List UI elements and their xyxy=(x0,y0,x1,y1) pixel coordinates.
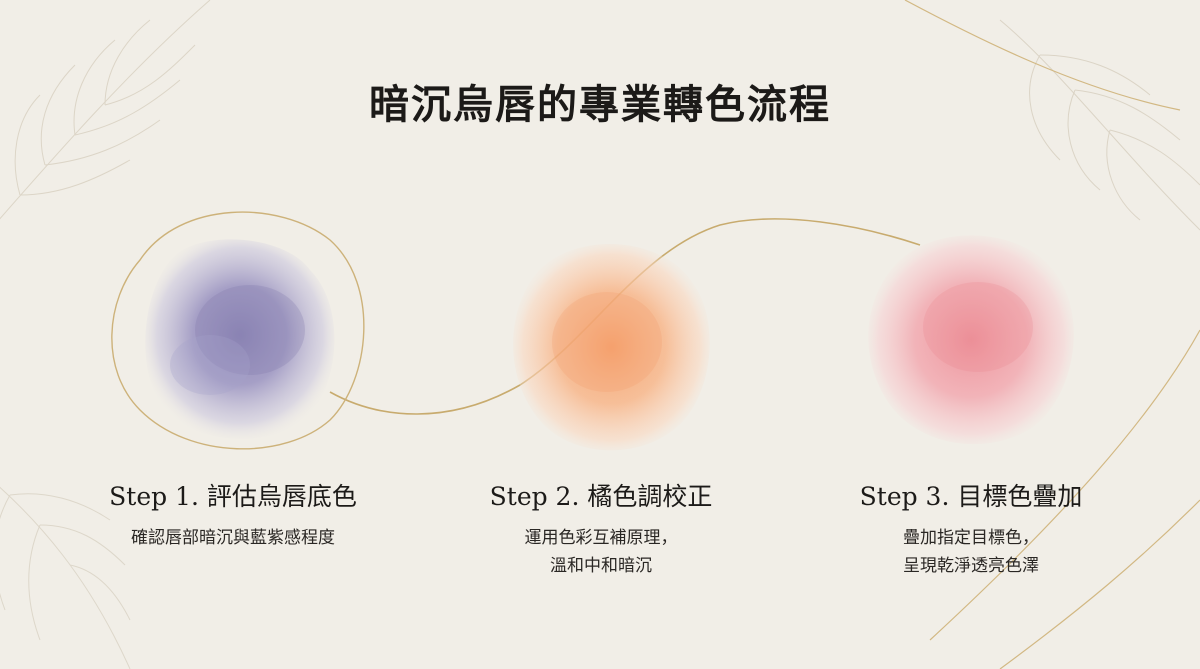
step-1-desc-line: 確認唇部暗沉與藍紫感程度 xyxy=(131,528,335,548)
feather-bottom-left-icon xyxy=(0,486,131,669)
step-3-desc-line: 疊加指定目標色， xyxy=(903,528,1039,548)
step-2-desc-line: 運用色彩互補原理， xyxy=(524,528,678,548)
watercolor-purple-icon xyxy=(145,239,335,439)
step-1-title: Step 1. 評估烏唇底色 xyxy=(109,482,357,511)
step-3-description: 疊加指定目標色， 呈現乾淨透亮色澤 xyxy=(791,524,1151,580)
watercolor-orange-icon xyxy=(513,244,710,451)
step-2-title: Step 2. 橘色調校正 xyxy=(489,482,713,511)
watercolor-pink-icon xyxy=(868,235,1074,445)
gold-corner-line-bottom xyxy=(999,499,1200,669)
step-3-desc-line: 呈現乾淨透亮色澤 xyxy=(903,556,1039,576)
step-3-title: Step 3. 目標色疊加 xyxy=(859,482,1083,511)
feather-top-right-icon xyxy=(999,19,1200,231)
step-2-description: 運用色彩互補原理， 溫和中和暗沉 xyxy=(421,524,781,580)
step-2: Step 2. 橘色調校正 運用色彩互補原理， 溫和中和暗沉 xyxy=(421,480,781,580)
gold-corner-line-right xyxy=(929,329,1200,641)
step-1-description: 確認唇部暗沉與藍紫感程度 xyxy=(53,524,413,552)
feather-top-left-icon xyxy=(0,0,211,220)
step-2-desc-line: 溫和中和暗沉 xyxy=(550,556,652,576)
step-3: Step 3. 目標色疊加 疊加指定目標色， 呈現乾淨透亮色澤 xyxy=(791,480,1151,580)
gold-corner-line-top xyxy=(904,0,1181,111)
step-1: Step 1. 評估烏唇底色 確認唇部暗沉與藍紫感程度 xyxy=(53,480,413,552)
page-title: 暗沉烏唇的專業轉色流程 xyxy=(369,81,831,128)
gold-ring-line xyxy=(111,211,365,450)
